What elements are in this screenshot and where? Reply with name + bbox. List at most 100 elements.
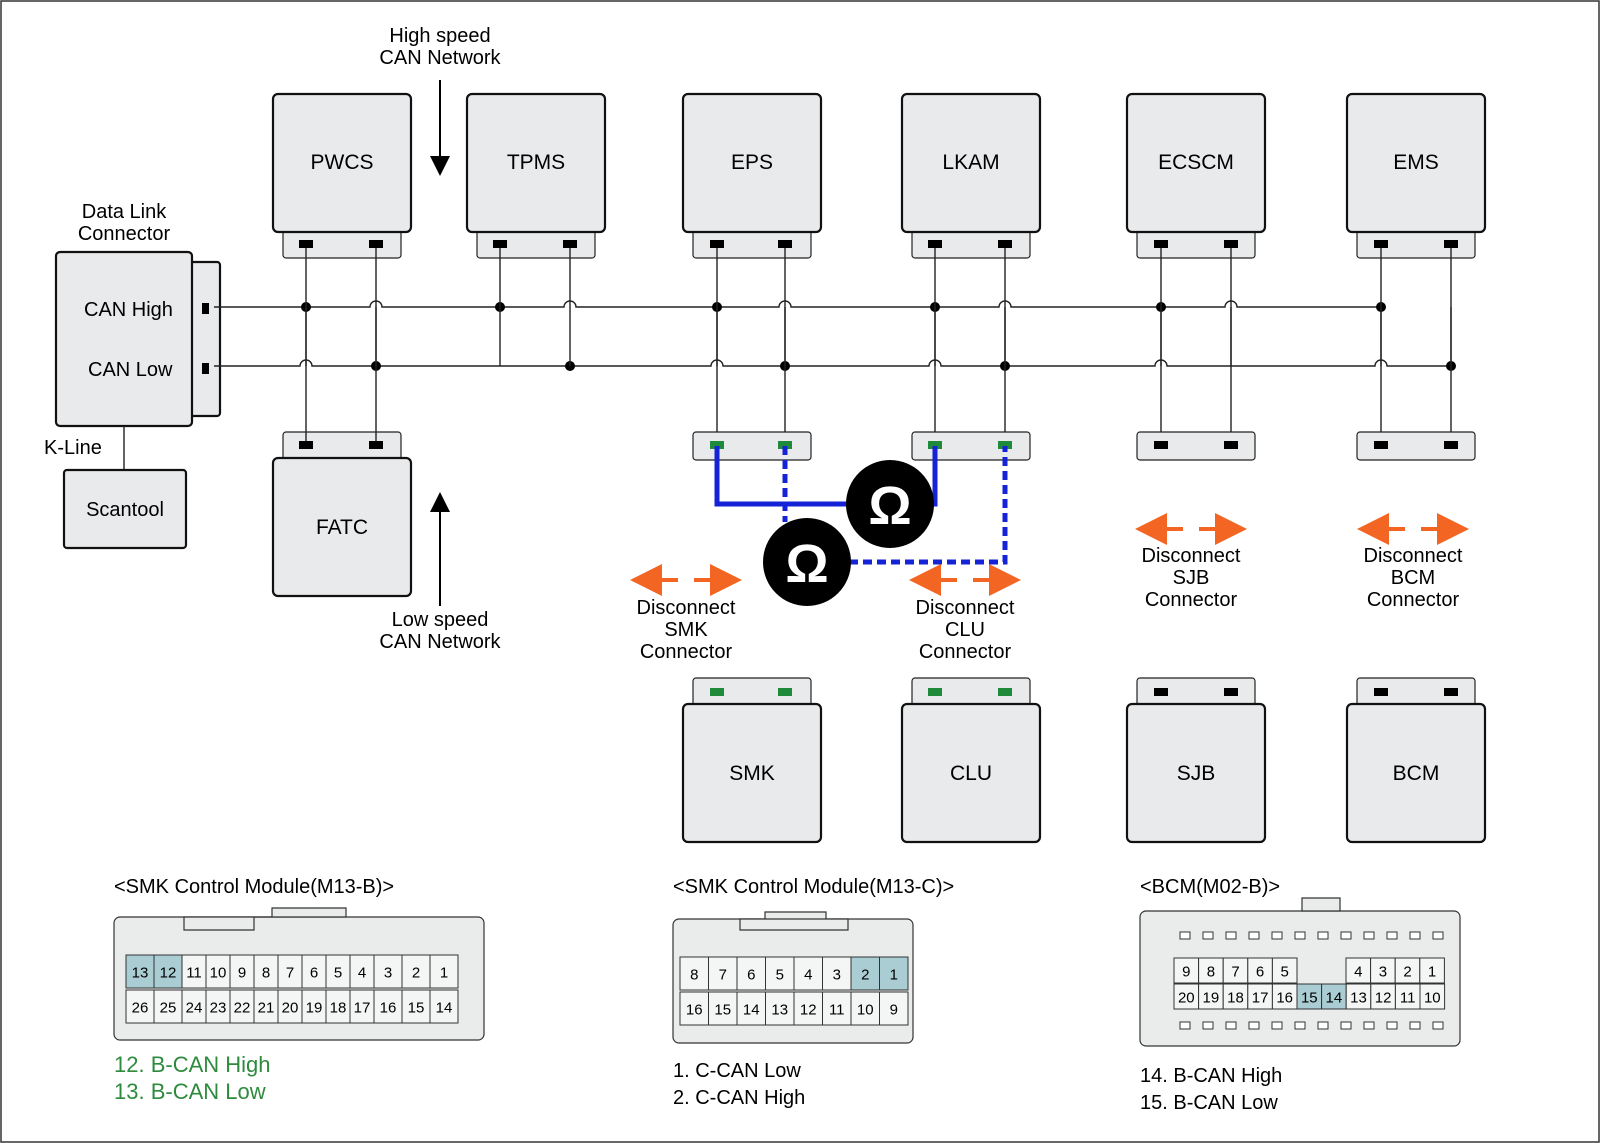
connector-pin-cell: [1271, 983, 1298, 1010]
connector-pin-cell: [1222, 983, 1249, 1010]
connector-pin-number: 5: [776, 967, 784, 984]
connector-pin-number: 1: [1428, 964, 1436, 981]
connector-pin-number: 11: [1400, 990, 1416, 1007]
module-pin: [1374, 240, 1388, 248]
module-pwcs: PWCS: [271, 92, 413, 366]
ohmmeter-2: Ω: [763, 518, 851, 606]
harness-connector: [1136, 307, 1256, 461]
connector-tooth: [1317, 931, 1329, 940]
connector-title: <SMK Control Module(M13-B)>: [114, 876, 394, 898]
connector-pin-number: 8: [262, 965, 270, 982]
module-label: SJB: [1177, 762, 1216, 785]
dlc-can-low-pin: [202, 363, 209, 374]
harness-connector: [911, 307, 1031, 461]
connector-tooth: [1202, 1021, 1214, 1030]
connector-pin-cell: [373, 954, 403, 989]
disconnect-label-line: SMK: [664, 619, 708, 641]
connector-pin-cell: [1173, 983, 1200, 1010]
connector-pin-cell: [325, 954, 351, 989]
module-pin: [1224, 688, 1238, 696]
connector-pin-highlighted: [125, 954, 155, 989]
disconnect-label-line: Disconnect: [916, 597, 1015, 619]
connector-tooth: [1202, 931, 1214, 940]
high-speed-label-1: High speed: [389, 25, 490, 47]
scantool-box: [62, 468, 188, 550]
module-pin: [778, 240, 792, 248]
connector-pin-number: 19: [306, 1000, 323, 1017]
low-speed-label-2: CAN Network: [379, 631, 501, 653]
harness-pin: [1374, 441, 1388, 449]
connector-pin-cell: [181, 989, 207, 1024]
connector-pin-cell: [793, 991, 823, 1026]
connector-tooth: [1363, 931, 1375, 940]
connector-pin-number: 16: [1276, 990, 1293, 1007]
module-pin: [928, 240, 942, 248]
ohm-icon: Ω: [785, 534, 828, 594]
module-box: [681, 92, 823, 234]
probe-wire-lkam-low: [849, 446, 1008, 565]
connector-legend-line: 1. C-CAN Low: [673, 1060, 801, 1082]
can-bus-lines: [214, 300, 1456, 371]
connector-pin-cell: [736, 991, 766, 1026]
connector-pin-number: 4: [1354, 964, 1362, 981]
connector-pin-highlighted: [1296, 983, 1323, 1010]
module-pin: [998, 240, 1012, 248]
ohmmeter-1-body: [846, 460, 934, 548]
connector-pin-number: 16: [686, 1002, 703, 1019]
module-eps: EPS: [681, 92, 823, 366]
connector-legend-line: 13. B-CAN Low: [114, 1079, 266, 1104]
connector-pin-number: 6: [747, 967, 755, 984]
connector-pin-number: 10: [857, 1002, 874, 1019]
module-box: [1345, 702, 1487, 844]
connector-tooth: [1409, 1021, 1421, 1030]
module-pin: [778, 688, 792, 696]
dlc-can-high-label: CAN High: [84, 299, 173, 321]
connector-pin-number: 9: [890, 1002, 898, 1019]
harness-connector-body: [911, 431, 1031, 461]
module-pin: [928, 688, 942, 696]
connector-pin-number: 12: [800, 1002, 817, 1019]
connector-pin-number: 14: [436, 1000, 453, 1017]
disconnect-label-line: Connector: [919, 641, 1012, 663]
module-box: [900, 92, 1042, 234]
connector-pin-cell: [401, 989, 431, 1024]
harness-pin-probed: [710, 441, 724, 449]
module-lkam: LKAM: [900, 92, 1042, 366]
data-link-connector: [54, 250, 194, 428]
connector-pin-number: 1: [890, 967, 898, 984]
disconnect-label-line: Disconnect: [637, 597, 736, 619]
connector-pin-number: 12: [160, 965, 177, 982]
connector-pin-number: 21: [258, 1000, 275, 1017]
probe-wire-eps-high: [714, 446, 860, 507]
connector-tooth: [1294, 1021, 1306, 1030]
module-label: TPMS: [507, 151, 565, 174]
disconnect-label-line: Connector: [1145, 589, 1238, 611]
connector-tooth: [1386, 931, 1398, 940]
connector-pin-number: 23: [210, 1000, 227, 1017]
connector-pin-number: 8: [690, 967, 698, 984]
module-pin: [998, 688, 1012, 696]
connector-shell: [1139, 910, 1461, 1047]
harness-connector-body: [1356, 431, 1476, 461]
connector-pin-number: 4: [804, 967, 812, 984]
connector-pin-number: 4: [358, 965, 366, 982]
connector-pin-cell: [736, 956, 766, 991]
module-pin: [369, 240, 383, 248]
connector-tooth: [1386, 1021, 1398, 1030]
disconnect-label-line: Connector: [640, 641, 733, 663]
connector-pin-cell: [429, 989, 459, 1024]
connector-legend-line: 2. C-CAN High: [673, 1087, 805, 1109]
connector-pin-number: 2: [412, 965, 420, 982]
module-bcm: BCM: [1345, 677, 1487, 844]
connector-pin-cell: [679, 991, 709, 1026]
connector-pin-cell: [253, 954, 279, 989]
connector-latch: [183, 907, 347, 931]
connector-pin-number: 11: [829, 1002, 845, 1019]
connector-pin-cell: [1394, 983, 1421, 1010]
connector-tooth: [1179, 931, 1191, 940]
connector-tooth: [1248, 1021, 1260, 1030]
module-pin: [1444, 240, 1458, 248]
